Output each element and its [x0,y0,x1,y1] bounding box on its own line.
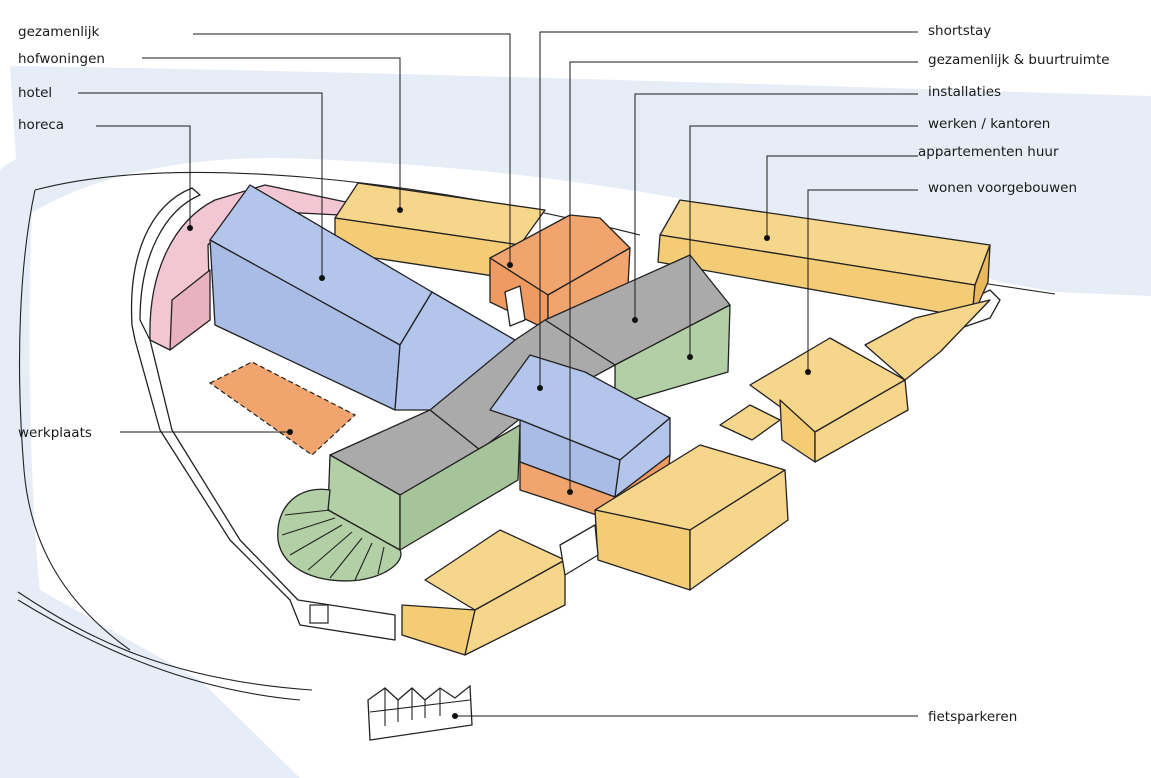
leader-wonen [807,189,918,372]
label-werken-kantoren: werken / kantoren [928,116,1050,132]
label-hofwoningen: hofwoningen [18,51,105,67]
leader-dot-hofwoningen [397,207,403,213]
label-installaties: installaties [928,84,1001,100]
perimeter-wall [130,187,396,641]
water-area-left [0,157,300,778]
label-shortstay: shortstay [928,23,991,39]
wonen-center-side [689,469,789,591]
leader-dot-horeca [187,225,193,231]
leader-dot-hotel [319,275,325,281]
stair-lines [281,509,385,581]
leader-dot-werkplaats [287,429,293,435]
leader-appartementen [766,155,918,238]
werkplaats-area [208,361,357,456]
road-bottom-line-2 [17,599,301,701]
label-horeca: horeca [18,117,64,133]
label-gezamenlijk: gezamenlijk [18,24,99,40]
label-hotel: hotel [18,85,52,101]
leader-shortstay [539,31,918,388]
leader-hotel [78,92,323,278]
fietsparkeren-lines [369,688,471,726]
leader-gezamenlijk [193,33,511,265]
wonen-link-bottom [559,524,599,576]
quay-line [974,281,1056,295]
leader-dot-shortstay [537,385,543,391]
leader-dot-gezamenlijk [507,262,513,268]
leader-horeca [96,125,191,228]
leader-dot-fietsparkeren [452,713,458,719]
chimney [504,285,526,327]
leader-installaties [634,93,918,320]
horeca-inner-wall [169,269,211,351]
road-bottom-line [17,591,313,691]
leader-dot-werken [687,354,693,360]
gate [309,604,329,624]
leader-dot-appartementen [764,235,770,241]
label-fietsparkeren: fietsparkeren [928,709,1017,725]
road-curve-left [18,189,131,651]
leader-hofwoningen [142,57,401,210]
wonen-right-upper [864,299,991,381]
leader-gezamenlijk-buurtruimte [569,61,918,492]
werken-left-side [399,424,521,551]
wonen-bottom-front [401,604,476,656]
label-gezamenlijk-buurtruimte: gezamenlijk & buurtruimte [928,52,1110,68]
wonen-right-side [814,379,909,463]
wonen-bottom-side [464,559,566,656]
leader-dot-installaties [632,317,638,323]
wonen-link-right [719,404,781,441]
fietsparkeren-shed [367,684,473,741]
leader-dot-wonen [805,369,811,375]
road-outline [34,171,641,236]
leader-werken [689,125,918,357]
label-werkplaats: werkplaats [18,425,92,441]
leader-dot-gezamenlijk-buurtruimte [567,489,573,495]
label-wonen-voorgebouwen: wonen voorgebouwen [928,180,1077,196]
label-appartementen-huur: appartementen huur [918,144,1059,160]
